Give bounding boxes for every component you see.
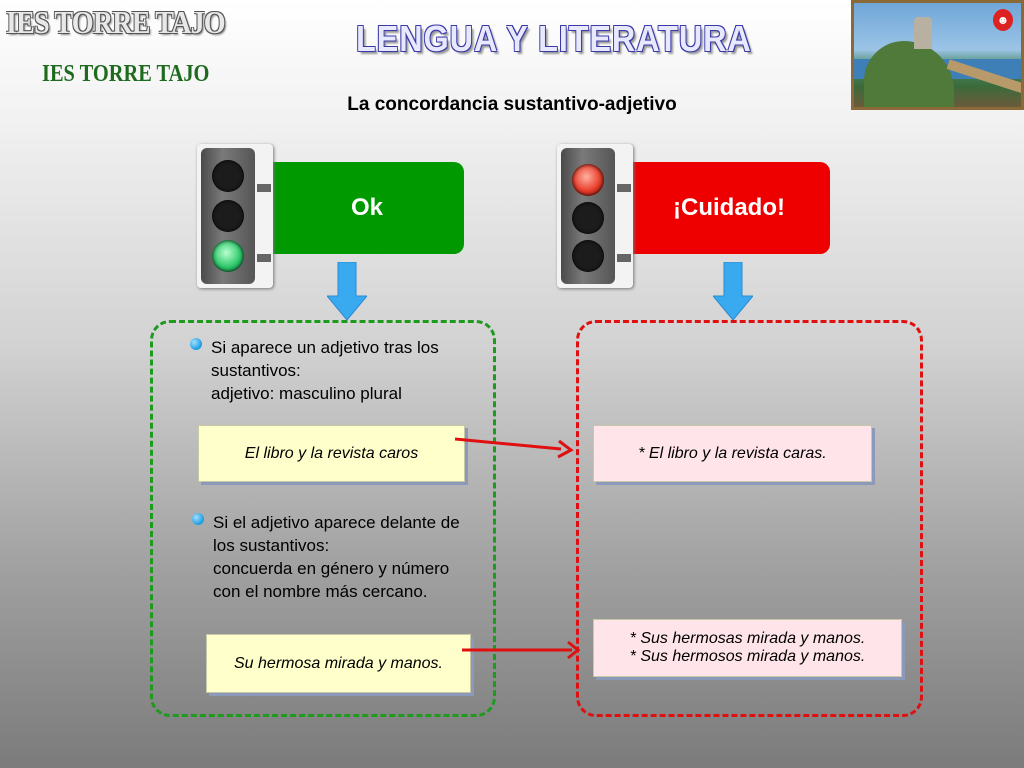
rule-line: concuerda en género y número xyxy=(213,559,450,578)
down-arrow-icon xyxy=(713,262,753,320)
school-name-title: IES TORRE TAJO xyxy=(6,4,226,40)
page-title: LENGUA Y LITERATURA xyxy=(356,18,752,59)
lesson-subtitle: La concordancia sustantivo-adjetivo xyxy=(347,94,677,115)
rule-2-text: Si el adjetivo aparece delante de los su… xyxy=(213,511,460,603)
wrong-example-1: * El libro y la revista caras. xyxy=(593,425,872,482)
ok-label: Ok xyxy=(350,194,383,221)
warning-box: ¡Cuidado! xyxy=(628,162,830,254)
rule-line: sustantivos: xyxy=(211,361,301,380)
traffic-light-red-icon xyxy=(557,144,633,288)
ok-box: Ok xyxy=(270,162,464,254)
rule-line: los sustantivos: xyxy=(213,536,330,555)
coastal-tower-photo: ☻ xyxy=(851,0,1024,110)
warning-label: ¡Cuidado! xyxy=(673,194,785,221)
down-arrow-icon xyxy=(327,262,367,320)
rule-line: adjetivo: masculino plural xyxy=(211,384,402,403)
bullet-icon xyxy=(192,513,204,525)
correct-example-2: Su hermosa mirada y manos. xyxy=(206,634,471,693)
incorrect-panel xyxy=(576,320,923,717)
rule-line: Si aparece un adjetivo tras los xyxy=(211,338,439,357)
traffic-light-green-icon xyxy=(197,144,273,288)
tongue-logo-icon: ☻ xyxy=(993,9,1013,31)
rule-line: Si el adjetivo aparece delante de xyxy=(213,513,460,532)
bullet-icon xyxy=(190,338,202,350)
school-name-subtitle: IES TORRE TAJO xyxy=(42,61,210,87)
rule-line: con el nombre más cercano. xyxy=(213,582,428,601)
right-arrow-icon xyxy=(462,640,581,660)
correct-panel xyxy=(150,320,496,717)
right-arrow-icon xyxy=(455,437,574,459)
wrong-example-line: * Sus hermosos mirada y manos. xyxy=(629,648,866,665)
wrong-example-2: * Sus hermosas mirada y manos. * Sus her… xyxy=(593,619,902,677)
correct-example-1: El libro y la revista caros xyxy=(198,425,465,482)
rule-1-text: Si aparece un adjetivo tras los sustanti… xyxy=(211,336,439,405)
wrong-example-line: * Sus hermosas mirada y manos. xyxy=(629,630,866,647)
